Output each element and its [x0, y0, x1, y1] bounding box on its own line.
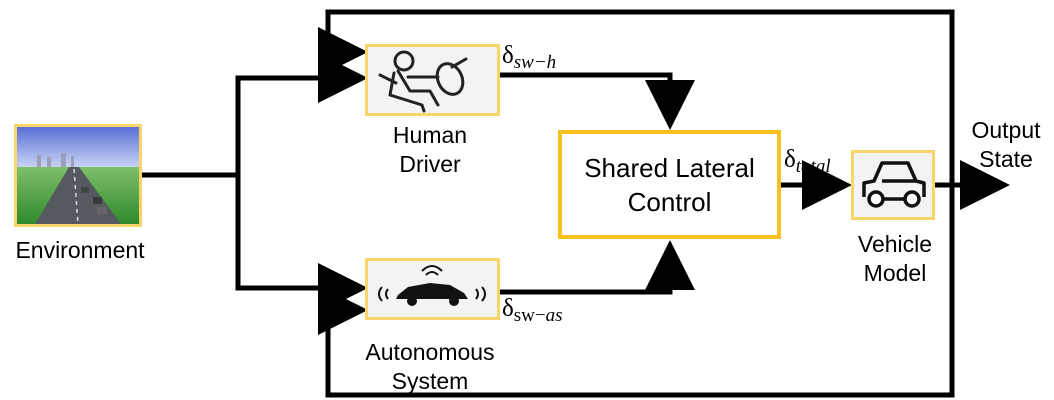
shared-control-label-line1: Shared Lateral — [584, 152, 755, 183]
env-to-driver-wire — [235, 53, 368, 175]
signal-total-label: δtotal — [784, 146, 831, 177]
feedback-top-wire — [318, 9, 955, 185]
road-scene-icon — [17, 127, 139, 225]
car-icon — [862, 161, 926, 208]
environment-block — [14, 124, 142, 227]
output-state-label: Output State — [958, 116, 1054, 174]
shared-lateral-control-block: Shared Lateral Control — [558, 130, 781, 239]
human-driver-label: Human Driver — [370, 121, 490, 179]
driver-to-control-wire — [500, 72, 695, 130]
human-driver-label-line1: Human — [392, 122, 468, 148]
driver-icon — [378, 50, 468, 113]
signal-human-label: δsw−h — [502, 42, 557, 73]
autonomous-system-block — [365, 258, 500, 320]
autonomous-system-label-line2: System — [391, 368, 469, 394]
vehicle-model-label: Vehicle Model — [835, 230, 955, 288]
env-to-autonomous-wire — [235, 175, 368, 313]
human-driver-label-line2: Driver — [399, 151, 461, 177]
shared-control-label-line2: Control — [627, 186, 712, 217]
vehicle-model-label-line2: Model — [863, 260, 927, 286]
output-state-label-line2: State — [979, 146, 1033, 172]
autonomous-to-control-wire — [500, 240, 695, 295]
autonomous-car-icon — [378, 265, 486, 306]
signal-autonomous-label: δsw−as — [502, 295, 563, 326]
output-state-label-line1: Output — [971, 117, 1041, 143]
human-driver-block — [365, 44, 500, 116]
vehicle-model-block — [851, 150, 935, 220]
environment-label: Environment — [15, 237, 145, 263]
autonomous-system-label: Autonomous System — [345, 338, 515, 396]
feedback-bottom-wire — [318, 185, 955, 398]
autonomous-system-label-line1: Autonomous — [365, 339, 495, 365]
vehicle-model-label-line1: Vehicle — [857, 231, 933, 257]
